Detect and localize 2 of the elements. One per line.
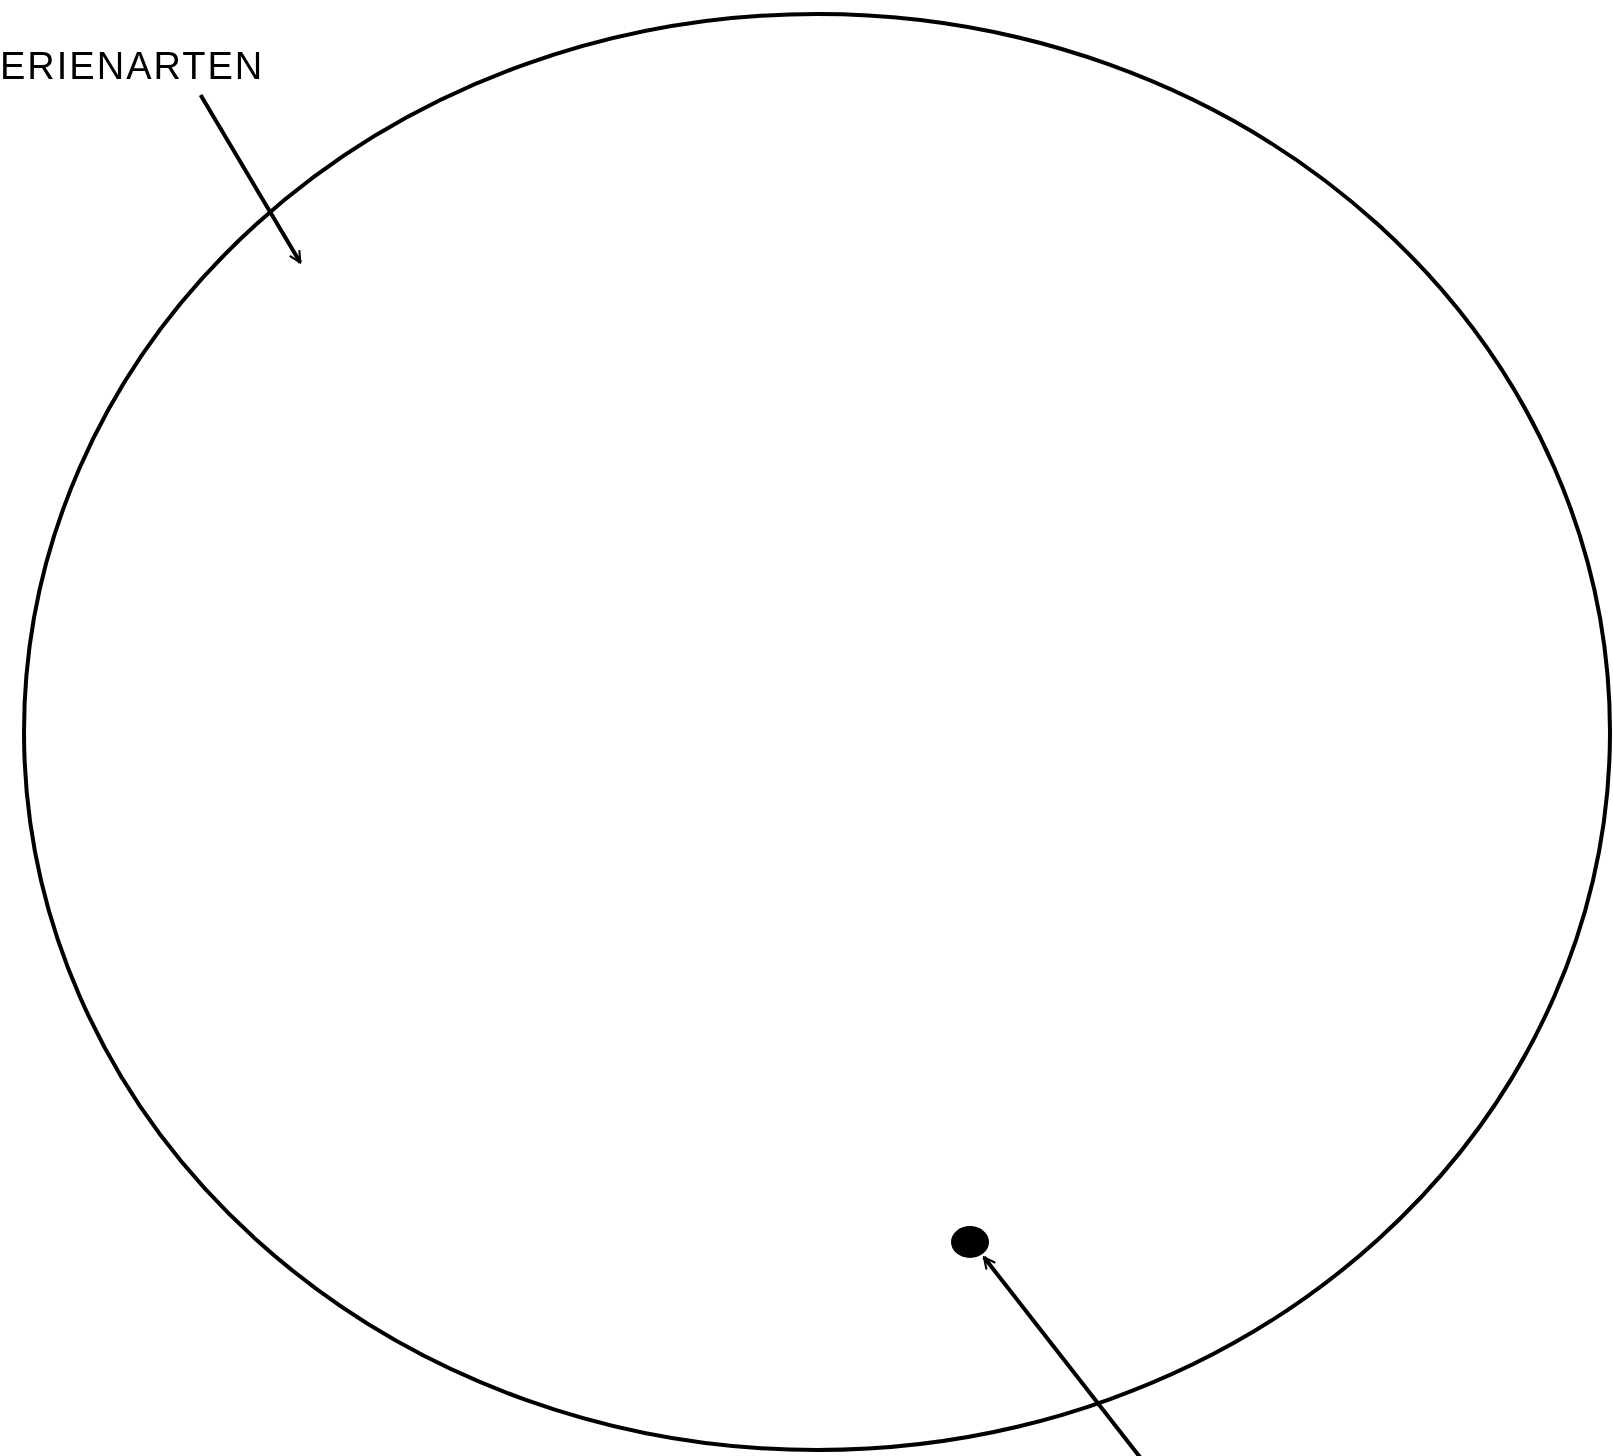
arrow (198, 93, 302, 264)
text-label: ERIENARTEN (0, 45, 340, 95)
